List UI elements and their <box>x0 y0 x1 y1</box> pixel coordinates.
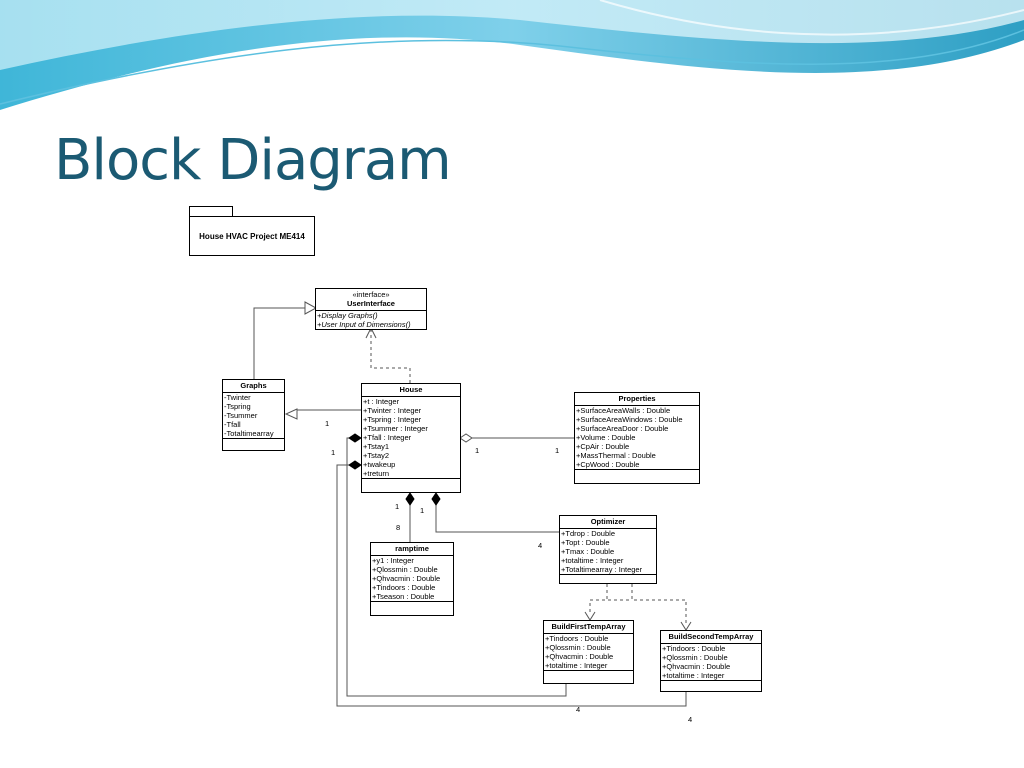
attribute: -Tfall <box>224 420 241 429</box>
attribute: +Tindoors : Double <box>372 583 436 592</box>
attribute: +Tfall : Integer <box>363 433 412 442</box>
class-name: BuildFirstTempArray <box>544 621 633 634</box>
attribute: +SurfaceAreaWindows : Double <box>576 415 683 424</box>
multiplicity-label: 1 <box>325 419 330 428</box>
class-optimizer: Optimizer +Tdrop : Double +Topt : Double… <box>559 515 657 584</box>
operation: +User Input of Dimensions() <box>317 320 411 329</box>
multiplicity-label: 1 <box>331 448 336 457</box>
class-attributes: +Tindoors : Double +Qlossmin : Double +Q… <box>544 634 633 671</box>
attribute: +SurfaceAreaDoor : Double <box>576 424 669 433</box>
attribute: +totaltime : Integer <box>545 661 608 670</box>
attribute: +t : Integer <box>363 397 400 406</box>
interface-stereotype: «interface» <box>352 290 390 299</box>
attribute: +Qhvacmin : Double <box>372 574 441 583</box>
attribute: -Twinter <box>224 393 251 402</box>
attribute: +Qlossmin : Double <box>545 643 611 652</box>
attribute: +Tdrop : Double <box>561 529 615 538</box>
class-name: UserInterface <box>347 299 395 308</box>
class-attributes: +Tdrop : Double +Topt : Double +Tmax : D… <box>560 529 656 575</box>
multiplicity-label: 4 <box>688 715 693 724</box>
attribute: +totaltime : Integer <box>662 671 725 680</box>
class-name: Properties <box>575 393 699 406</box>
house-to-buildsecond-line <box>336 464 687 707</box>
attribute: +Tseason : Double <box>372 592 435 601</box>
attribute: -Tsummer <box>224 411 258 420</box>
attribute: +Topt : Double <box>561 538 610 547</box>
class-operations: +Display Graphs() +User Input of Dimensi… <box>316 311 426 329</box>
buildsecond-open-arrow <box>680 621 692 631</box>
class-ramptime: ramptime +y1 : Integer +Qlossmin : Doubl… <box>370 542 454 616</box>
optimizer-composition-diamond <box>431 492 441 506</box>
class-name: Optimizer <box>560 516 656 529</box>
attribute: +totaltime : Integer <box>561 556 624 565</box>
class-userinterface: «interface» UserInterface +Display Graph… <box>315 288 427 330</box>
attribute: +Qhvacmin : Double <box>545 652 614 661</box>
attribute: -Totaltimearray <box>224 429 274 438</box>
userinterface-arrowhead <box>304 301 318 315</box>
wave-banner <box>0 0 1024 114</box>
attribute: +Qlossmin : Double <box>662 653 728 662</box>
class-name: ramptime <box>371 543 453 556</box>
attribute: +Tsummer : Integer <box>363 424 428 433</box>
house-aggregation-diamond <box>459 433 473 443</box>
attribute: -Tspring <box>224 402 251 411</box>
house-to-buildfirst-line <box>346 437 567 697</box>
optimizer-to-builds-line <box>589 584 608 614</box>
house-to-graphs-line <box>296 409 361 414</box>
house-to-optimizer-line <box>435 505 559 533</box>
attribute: +Tstay1 <box>363 442 390 451</box>
attribute: +Qlossmin : Double <box>372 565 438 574</box>
package-name: House HVAC Project ME414 <box>199 231 305 241</box>
attribute: +SurfaceAreaWalls : Double <box>576 406 671 415</box>
optimizer-to-buildsecond-line <box>631 584 687 624</box>
attribute: +MassThermal : Double <box>576 451 656 460</box>
attribute: +Volume : Double <box>576 433 636 442</box>
attribute: +Twinter : Integer <box>363 406 422 415</box>
ramptime-composition-diamond <box>405 492 415 506</box>
multiplicity-label: 4 <box>538 541 543 550</box>
attribute: +y1 : Integer <box>372 556 414 565</box>
class-buildsecondtemparray: BuildSecondTempArray +Tindoors : Double … <box>660 630 762 692</box>
class-house: House +t : Integer +Twinter : Integer +T… <box>361 383 461 493</box>
class-graphs: Graphs -Twinter -Tspring -Tsummer -Tfall… <box>222 379 285 451</box>
class-attributes: +Tindoors : Double +Qlossmin : Double +Q… <box>661 644 761 681</box>
multiplicity-label: 4 <box>576 705 581 714</box>
class-name: Graphs <box>223 380 284 393</box>
attribute: +twakeup <box>363 460 396 469</box>
class-attributes: +SurfaceAreaWalls : Double +SurfaceAreaW… <box>575 406 699 470</box>
graphs-to-userinterface-line <box>253 307 305 379</box>
class-attributes: -Twinter -Tspring -Tsummer -Tfall -Total… <box>223 393 284 439</box>
operation: +Display Graphs() <box>317 311 378 320</box>
attribute: +Totaltimearray : Integer <box>561 565 643 574</box>
package-house-hvac: House HVAC Project ME414 <box>189 216 315 256</box>
class-properties: Properties +SurfaceAreaWalls : Double +S… <box>574 392 700 484</box>
class-attributes: +y1 : Integer +Qlossmin : Double +Qhvacm… <box>371 556 453 602</box>
multiplicity-label: 8 <box>396 523 401 532</box>
attribute: +Tindoors : Double <box>545 634 609 643</box>
multiplicity-label: 1 <box>475 446 480 455</box>
attribute: +treturn <box>363 469 390 478</box>
class-name: House <box>362 384 460 397</box>
graphs-arrowhead <box>284 408 298 420</box>
multiplicity-label: 1 <box>420 506 425 515</box>
house-to-userinterface-line <box>370 330 411 383</box>
attribute: +Tstay2 <box>363 451 390 460</box>
class-header: «interface» UserInterface <box>316 289 426 311</box>
multiplicity-label: 1 <box>555 446 560 455</box>
attribute: +Tmax : Double <box>561 547 615 556</box>
attribute: +Tindoors : Double <box>662 644 726 653</box>
attribute: +Tspring : Integer <box>363 415 422 424</box>
class-buildfirsttemparray: BuildFirstTempArray +Tindoors : Double +… <box>543 620 634 684</box>
multiplicity-label: 1 <box>395 502 400 511</box>
class-attributes: +t : Integer +Twinter : Integer +Tspring… <box>362 397 460 479</box>
attribute: +CpAir : Double <box>576 442 630 451</box>
house-composition-diamond-2 <box>348 460 362 470</box>
attribute: +CpWood : Double <box>576 460 640 469</box>
slide-title: Block Diagram <box>54 128 452 193</box>
class-name: BuildSecondTempArray <box>661 631 761 644</box>
attribute: +Qhvacmin : Double <box>662 662 731 671</box>
house-composition-diamond-1 <box>348 433 362 443</box>
buildfirst-open-arrow <box>584 611 596 621</box>
